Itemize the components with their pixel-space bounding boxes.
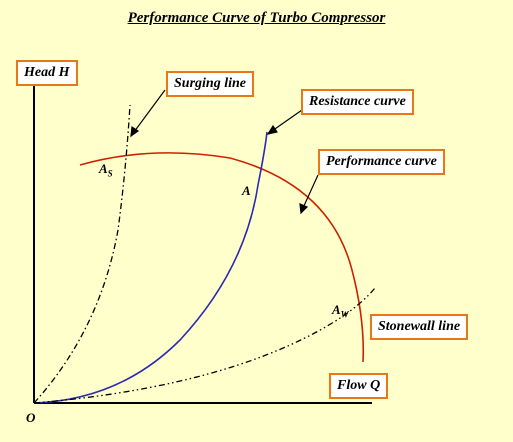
origin-label: O (26, 410, 36, 425)
diagram-title: Performance Curve of Turbo Compressor (127, 10, 386, 26)
resistance-curve-label: Resistance curve (301, 89, 414, 115)
stonewall-line (33, 287, 376, 404)
stonewall-line-label: Stonewall line (370, 314, 469, 340)
performance-curve (79, 152, 365, 363)
point-aw-label: AW (332, 302, 349, 320)
resistance-leader (271, 109, 303, 132)
point-a-label: A (242, 183, 251, 198)
resistance-arrowhead (266, 124, 278, 135)
performance-curve-label: Performance curve (318, 149, 445, 175)
performance-arrowhead (299, 203, 309, 215)
surging-line-label: Surging line (166, 71, 254, 97)
resistance-curve (33, 131, 268, 404)
surging-leader (133, 89, 166, 133)
x-axis-label: Flow Q (329, 373, 389, 399)
performance-leader (302, 174, 319, 209)
point-as-label: AS (99, 161, 113, 179)
surging-line (33, 104, 131, 404)
y-axis-label: Head H (16, 60, 78, 86)
surging-arrowhead (130, 125, 140, 138)
